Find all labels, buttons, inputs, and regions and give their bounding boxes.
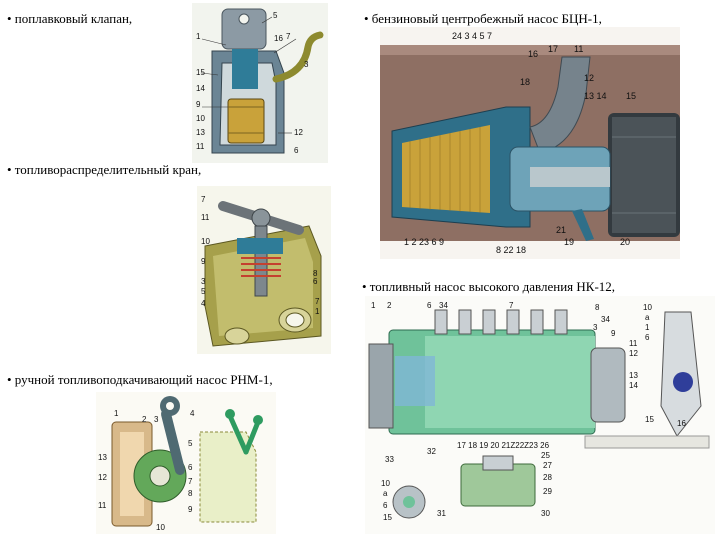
hp-label-30: 30	[541, 509, 550, 518]
caption-high-pressure-pump: • топливный насос высокого давления НК-1…	[362, 279, 616, 294]
pump-label-top: 24 3 4 5 7	[452, 31, 492, 41]
dv-label-8: 8	[313, 269, 318, 278]
fv-label-10: 10	[196, 114, 205, 123]
centrifugal-pump-figure: 24 3 4 5 7 16 17 11 18 12 13 14 15 1 2 2…	[380, 27, 680, 259]
fv-label-3: 3	[304, 60, 309, 69]
hp-label-6r: 6	[645, 333, 650, 342]
hp-label-a-b: a	[383, 489, 388, 498]
pump-label-11: 11	[574, 44, 583, 54]
hpump-label-8: 8	[188, 489, 193, 498]
hp-label-15b: 15	[383, 513, 392, 522]
hp-label-16: 16	[677, 419, 686, 428]
hp-label-13: 13	[629, 371, 638, 380]
fv-label-15: 15	[196, 68, 205, 77]
hpump-label-3: 3	[154, 415, 159, 424]
hp-label-34: 34	[439, 301, 448, 310]
hpump-label-7: 7	[188, 477, 193, 486]
hp-label-14: 14	[629, 381, 638, 390]
pump-label-19: 19	[564, 237, 574, 247]
fv-label-5: 5	[273, 11, 278, 20]
hand-pump-figure: 1 2 3 4 13 12 11 5 6 7 8 9 10	[96, 392, 276, 534]
hp-label-29: 29	[543, 487, 552, 496]
pump-label-8-22-18: 8 22 18	[496, 245, 526, 255]
dv-label-6: 6	[313, 277, 318, 286]
fv-label-13: 13	[196, 128, 205, 137]
fv-label-11: 11	[196, 142, 205, 151]
hpump-label-13: 13	[98, 453, 107, 462]
hpump-label-10: 10	[156, 523, 165, 532]
pump-label-12: 12	[584, 73, 594, 83]
hp-label-28: 28	[543, 473, 552, 482]
distribution-valve-figure: 7 11 10 9 3 5 4 8 6 7 1	[197, 186, 331, 354]
pump-label-20: 20	[620, 237, 630, 247]
pump-label-13-14: 13 14	[584, 91, 607, 101]
caption-hand-pump: • ручной топливоподкачивающий насос РНМ-…	[7, 372, 273, 387]
hp-label-bottom: 17 18 19 20 21Z22Z23 26	[457, 441, 550, 450]
caption-distribution-valve: • топливораспределительный кран,	[7, 162, 202, 177]
hpump-label-4: 4	[190, 409, 195, 418]
hp-label-27: 27	[543, 461, 552, 470]
dv-label-10: 10	[201, 237, 210, 246]
hp-label-a: a	[645, 313, 650, 322]
dv-label-5: 5	[201, 287, 206, 296]
caption-centrifugal-pump: • бензиновый центробежный насос БЦН-1,	[364, 11, 602, 26]
hpump-label-9: 9	[188, 505, 193, 514]
hp-label-15: 15	[645, 415, 654, 424]
dv-label-7: 7	[201, 195, 206, 204]
pump-label-18: 18	[520, 77, 530, 87]
hp-label-10b: 10	[381, 479, 390, 488]
hp-label-34b: 34	[601, 315, 610, 324]
fv-label-12: 12	[294, 128, 303, 137]
hpump-label-2: 2	[142, 415, 147, 424]
fv-label-1: 1	[196, 32, 201, 41]
hp-label-8: 8	[595, 303, 600, 312]
hp-label-1: 1	[371, 301, 376, 310]
pump-label-bottom: 1 2 23 6 9	[404, 237, 444, 247]
hpump-label-5: 5	[188, 439, 193, 448]
fv-label-6: 6	[294, 146, 299, 155]
hp-label-6b: 6	[383, 501, 388, 510]
pump-label-21: 21	[556, 225, 566, 235]
fv-label-7: 7	[286, 32, 291, 41]
hp-label-7: 7	[509, 301, 514, 310]
pump-label-16: 16	[528, 49, 538, 59]
hpump-label-12: 12	[98, 473, 107, 482]
dv-label-11: 11	[201, 213, 210, 222]
dv-label-9: 9	[201, 257, 206, 266]
hp-label-31: 31	[437, 509, 446, 518]
float-valve-figure: 5 16 7 3 12 6 1 15 14 9 10 13 11	[192, 3, 328, 163]
hp-label-9: 9	[611, 329, 616, 338]
hp-label-32: 32	[427, 447, 436, 456]
hp-label-25: 25	[541, 451, 550, 460]
dv-label-7b: 7	[315, 297, 320, 306]
hp-label-1r: 1	[645, 323, 650, 332]
hpump-label-1: 1	[114, 409, 119, 418]
hp-label-11: 11	[629, 339, 638, 348]
fv-label-9: 9	[196, 100, 201, 109]
hp-label-3: 3	[593, 323, 598, 332]
dv-label-4: 4	[201, 299, 206, 308]
hp-label-6: 6	[427, 301, 432, 310]
hp-label-2: 2	[387, 301, 392, 310]
hp-label-33: 33	[385, 455, 394, 464]
dv-label-3: 3	[201, 277, 206, 286]
high-pressure-pump-figure: 1 2 6 34 7 8 34 3 9 10 a 1 6 11 12 13 14…	[365, 296, 715, 534]
fv-label-16: 16	[274, 34, 283, 43]
dv-label-1: 1	[315, 307, 320, 316]
hpump-label-6: 6	[188, 463, 193, 472]
pump-label-17: 17	[548, 44, 558, 54]
pump-label-15: 15	[626, 91, 636, 101]
fv-label-14: 14	[196, 84, 205, 93]
hp-label-12: 12	[629, 349, 638, 358]
hp-label-10: 10	[643, 303, 652, 312]
caption-float-valve: • поплавковый клапан,	[7, 11, 133, 26]
hpump-label-11: 11	[98, 501, 107, 510]
